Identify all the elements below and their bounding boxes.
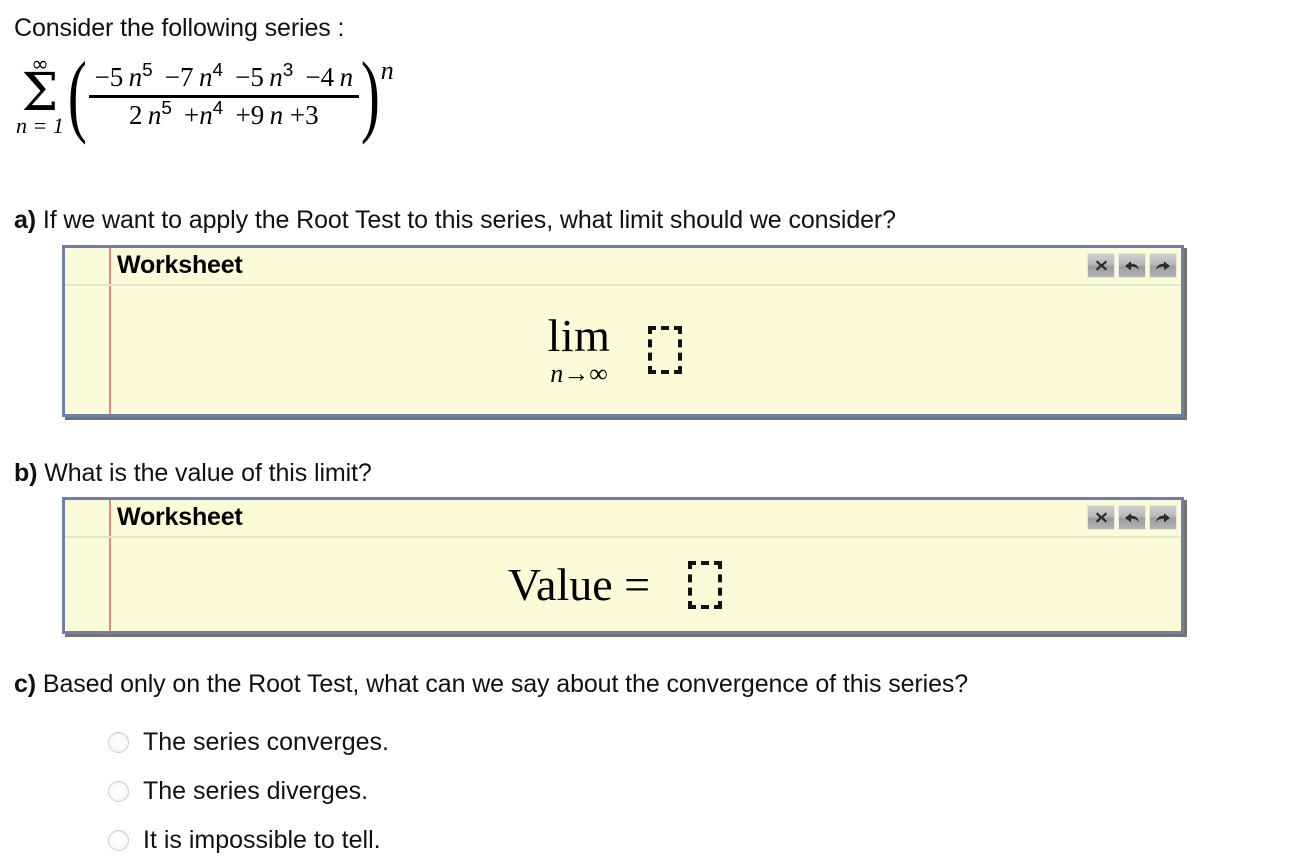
limit-target: ∞ [589, 359, 608, 388]
summation-operator: ∞ Σ n = 1 [16, 52, 64, 139]
sigma-icon: Σ [21, 62, 59, 123]
open-paren: ( [67, 42, 87, 145]
num-term-1: −5 n5 [94, 59, 153, 92]
undo-button[interactable] [1118, 505, 1146, 530]
num-term-2: −7 n4 [159, 59, 223, 92]
num-term-3: −5 n3 [229, 59, 294, 92]
answer-input-b[interactable] [688, 560, 723, 609]
radio-button-icon[interactable] [108, 781, 129, 802]
redo-button[interactable] [1149, 253, 1177, 278]
outer-exponent: n [380, 55, 394, 85]
close-button[interactable] [1087, 505, 1115, 530]
answer-input-a[interactable] [648, 326, 683, 374]
worksheet-b-header: Worksheet [65, 500, 1181, 538]
option-impossible[interactable]: It is impossible to tell. [108, 816, 389, 865]
limit-variable: n [550, 359, 564, 388]
worksheet-a-inner: Worksheet [65, 248, 1181, 414]
question-b: b) What is the value of this limit? [14, 459, 372, 489]
worksheet-a[interactable]: Worksheet [62, 245, 1184, 417]
limit-operator: lim n→∞ [548, 313, 611, 387]
summation-upper-limit: ∞ [31, 52, 49, 76]
num-term-4: −4 n [300, 61, 354, 92]
den-term-4: +3 [289, 99, 319, 130]
option-label: The series diverges. [143, 777, 369, 805]
option-label: It is impossible to tell. [143, 826, 381, 854]
worksheet-a-toolbar [1087, 253, 1177, 278]
worksheet-b-body: Value = [65, 538, 1181, 631]
worksheet-a-expression: lim n→∞ [548, 313, 683, 387]
close-button[interactable] [1087, 253, 1115, 278]
redo-icon [1155, 511, 1171, 525]
question-a-label: a) [14, 206, 37, 234]
fraction-bar [88, 95, 360, 98]
question-b-text: What is the value of this limit? [37, 459, 372, 487]
fraction-numerator: −5 n5 −7 n4 −5 n3 −4 n [89, 61, 360, 95]
worksheet-a-title: Worksheet [117, 251, 243, 279]
undo-icon [1124, 511, 1140, 525]
worksheet-a-body: lim n→∞ [65, 286, 1181, 414]
den-term-3: +9 n [230, 99, 284, 130]
limit-arrow-icon: → [563, 359, 590, 388]
worksheet-b-expression: Value = [507, 558, 723, 611]
summation-lower-limit: n = 1 [16, 113, 64, 139]
close-paren: ) [360, 42, 380, 145]
worksheet-b-title: Worksheet [117, 503, 243, 531]
undo-button[interactable] [1118, 253, 1146, 278]
radio-button-icon[interactable] [108, 732, 129, 753]
series-fraction: −5 n5 −7 n4 −5 n3 −4 n 2 n5 +n4 +9 n +3 [88, 61, 360, 133]
series-formula: ∞ Σ n = 1 ( −5 n5 −7 n4 −5 n3 −4 n 2 n5 … [16, 42, 394, 145]
option-converges[interactable]: The series converges. [108, 718, 389, 767]
answer-options: The series converges. The series diverge… [108, 718, 389, 865]
question-a: a) If we want to apply the Root Test to … [14, 206, 896, 236]
worksheet-b-inner: Worksheet [65, 500, 1181, 631]
den-term-2: +n4 [178, 98, 224, 130]
value-label: Value = [507, 559, 651, 610]
worksheet-b[interactable]: Worksheet [62, 497, 1184, 634]
fraction-denominator: 2 n5 +n4 +9 n +3 [123, 99, 325, 133]
question-c-text: Based only on the Root Test, what can we… [36, 670, 969, 698]
intro-text: Consider the following series : [14, 14, 345, 42]
limit-subscript: n→∞ [550, 361, 608, 387]
redo-icon [1155, 259, 1171, 273]
close-icon [1095, 259, 1108, 272]
question-b-label: b) [14, 459, 38, 487]
worksheet-a-header: Worksheet [65, 248, 1181, 286]
question-c-label: c) [14, 670, 37, 698]
limit-label: lim [547, 310, 611, 361]
worksheet-a-margin-rule [109, 248, 111, 414]
option-label: The series converges. [143, 728, 389, 756]
worksheet-b-margin-rule [109, 500, 111, 631]
question-c: c) Based only on the Root Test, what can… [14, 670, 968, 700]
question-a-text: If we want to apply the Root Test to thi… [36, 206, 896, 234]
option-diverges[interactable]: The series diverges. [108, 767, 389, 816]
worksheet-b-toolbar [1087, 505, 1177, 530]
close-icon [1095, 511, 1108, 524]
undo-icon [1124, 259, 1140, 273]
redo-button[interactable] [1149, 505, 1177, 530]
den-term-1: 2 n5 [128, 98, 172, 130]
radio-button-icon[interactable] [108, 830, 129, 851]
